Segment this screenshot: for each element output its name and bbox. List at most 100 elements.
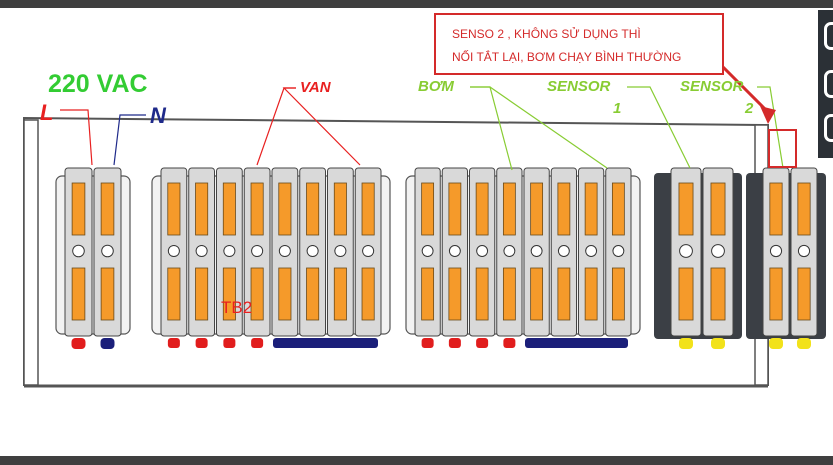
- terminal-lever: [333, 267, 347, 321]
- wire-plug-bar: [273, 338, 378, 348]
- terminal-lever: [502, 267, 516, 321]
- terminal-screw: [251, 244, 264, 258]
- wire-plug: [711, 338, 725, 349]
- terminal-lever: [584, 267, 598, 321]
- bottom-bar: [0, 456, 833, 465]
- terminal-screw: [448, 245, 461, 257]
- voltage-label: 220 VAC: [48, 70, 148, 98]
- wire-plug: [797, 338, 811, 349]
- terminal-lever: [448, 182, 462, 236]
- module-housing: [151, 175, 391, 335]
- terminal-lever: [100, 182, 115, 236]
- top-bar: [0, 0, 833, 8]
- terminal-screw: [72, 244, 85, 258]
- tb2-label: TB2: [221, 298, 253, 317]
- terminal-lever: [250, 267, 264, 321]
- wire-plug: [195, 338, 208, 348]
- wire-plug: [503, 338, 516, 348]
- terminal-lever: [448, 267, 462, 321]
- terminal-lever: [611, 267, 625, 321]
- callout-box: SENSO 2 , KHÔNG SỬ DỤNG THÌ NỐI TẮT LẠI,…: [434, 13, 724, 75]
- sensor2-label: SENSOR: [680, 78, 744, 95]
- line-label: L: [40, 100, 54, 125]
- wire-plug: [421, 338, 434, 348]
- terminal-lever: [222, 182, 236, 236]
- terminal-lever: [278, 182, 292, 236]
- wire-plug: [476, 338, 489, 348]
- module-housing: [405, 175, 641, 335]
- terminal-lever: [167, 182, 181, 236]
- terminal-lever: [797, 267, 811, 321]
- terminal-screw: [797, 244, 811, 258]
- terminal-screw: [195, 244, 208, 258]
- terminal-lever: [71, 182, 86, 236]
- terminal-lever: [361, 267, 375, 321]
- terminal-lever: [502, 182, 516, 236]
- terminal-screw: [223, 244, 236, 258]
- terminal-lever: [710, 267, 726, 321]
- terminal-screw: [421, 245, 434, 257]
- terminal-lever: [306, 182, 320, 236]
- terminal-lever: [333, 182, 347, 236]
- wire-plug: [448, 338, 461, 348]
- terminal-screw: [167, 244, 180, 258]
- terminal-lever: [584, 182, 598, 236]
- terminal-lever: [530, 267, 544, 321]
- terminal-lever: [769, 267, 783, 321]
- terminal-screw: [711, 244, 725, 258]
- terminal-lever: [530, 182, 544, 236]
- terminal-lever: [557, 267, 571, 321]
- terminal-lever: [250, 182, 264, 236]
- neutral-label: N: [150, 103, 166, 128]
- leader-line-sensor1: [627, 86, 691, 169]
- sensor2-short-marker: [768, 129, 797, 168]
- terminal-lever: [306, 267, 320, 321]
- terminal-screw: [362, 244, 375, 258]
- terminal-lever: [421, 182, 435, 236]
- terminal-lever: [475, 182, 489, 236]
- terminal-lever: [769, 182, 783, 236]
- terminal-lever: [222, 267, 236, 321]
- terminal-lever: [71, 267, 86, 321]
- valve-label: VAN: [300, 79, 331, 96]
- callout-line-2: NỐI TẮT LẠI, BƠM CHẠY BÌNH THƯỜNG: [452, 50, 682, 64]
- wire-plug: [100, 338, 115, 349]
- leader-line-bom-2: [470, 86, 608, 169]
- terminal-screw: [530, 245, 543, 257]
- terminal-screw: [334, 244, 347, 258]
- terminal-screw: [585, 245, 598, 257]
- terminal-screw: [278, 244, 291, 258]
- pump-label: BƠM: [418, 78, 454, 95]
- leader-line-van-2: [282, 87, 361, 166]
- terminal-lever: [195, 182, 209, 236]
- leader-line-l: [60, 109, 93, 166]
- sensor2-number: 2: [745, 100, 754, 117]
- terminal-lever: [678, 267, 694, 321]
- leader-line-n: [113, 114, 146, 166]
- terminal-screw: [769, 244, 783, 258]
- terminal-lever: [678, 182, 694, 236]
- side-panel: [818, 10, 833, 158]
- terminal-lever: [278, 267, 292, 321]
- callout-line-1: SENSO 2 , KHÔNG SỬ DỤNG THÌ: [452, 27, 641, 41]
- wire-plug: [769, 338, 783, 349]
- terminal-screw: [612, 245, 625, 257]
- terminal-lever: [167, 267, 181, 321]
- terminal-lever: [195, 267, 209, 321]
- end-plate-left: [23, 119, 39, 386]
- terminal-screw: [306, 244, 319, 258]
- leader-line-bom-1: [470, 86, 513, 171]
- terminal-screw: [679, 244, 693, 258]
- terminal-lever: [557, 182, 571, 236]
- wire-plug: [251, 338, 264, 348]
- wire-plug: [167, 338, 180, 348]
- terminal-screw: [557, 245, 570, 257]
- sensor1-number: 1: [613, 100, 622, 117]
- terminal-lever: [100, 267, 115, 321]
- terminal-lever: [797, 182, 811, 236]
- terminal-lever: [361, 182, 375, 236]
- leader-lines: [60, 86, 784, 171]
- terminal-screw: [476, 245, 489, 257]
- ring-icon: [824, 70, 833, 98]
